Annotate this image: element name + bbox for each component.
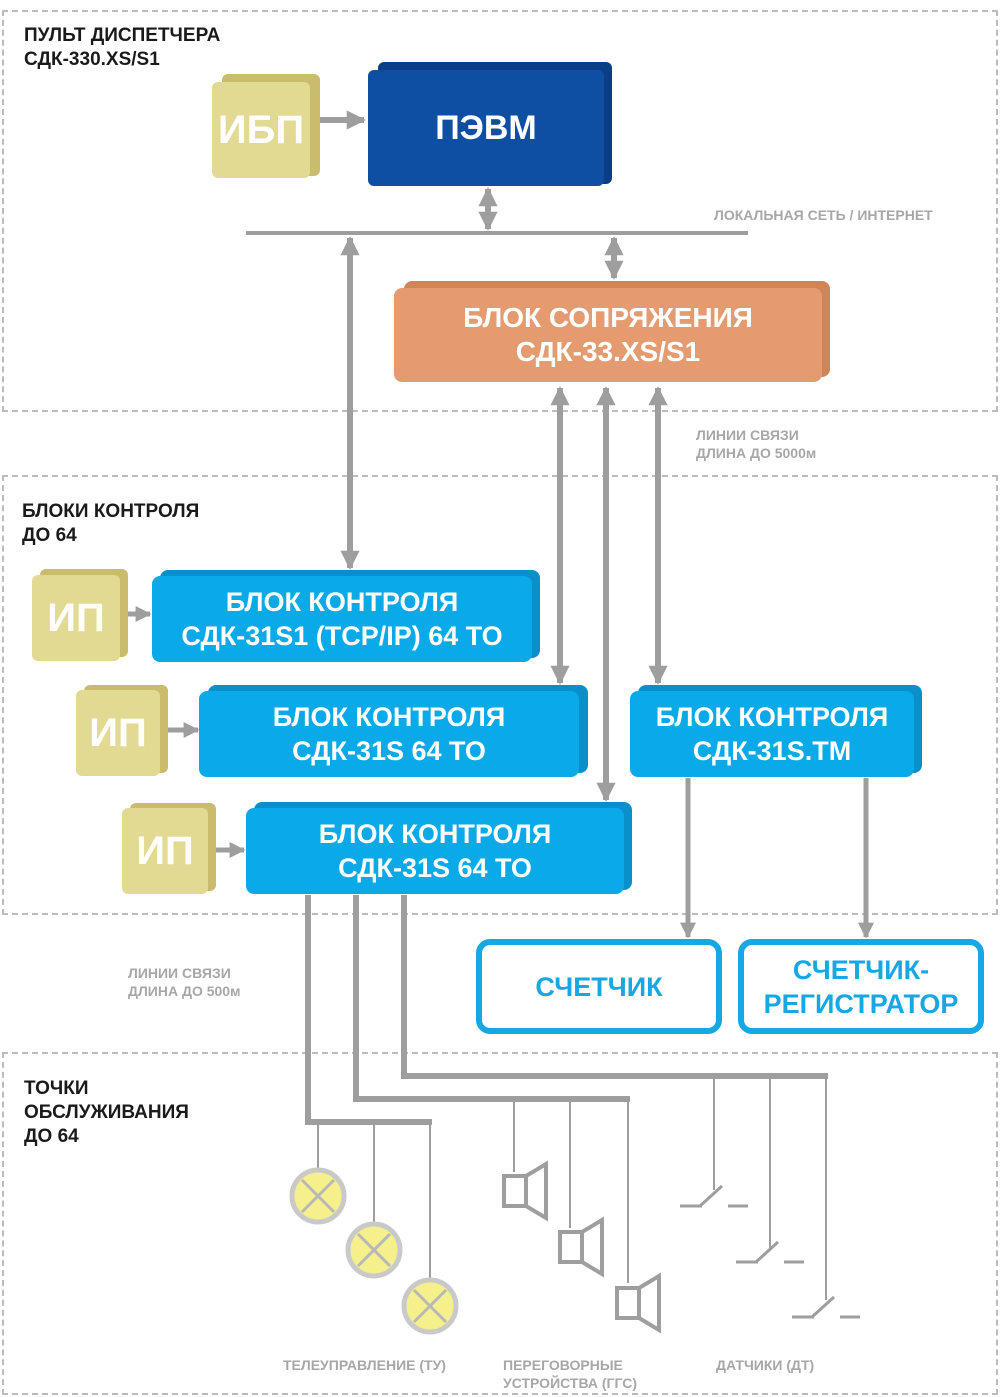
long-lines-caption: ЛИНИИ СВЯЗИ ДЛИНА ДО 5000м bbox=[696, 426, 816, 462]
telecontrol-caption: ТЕЛЕУПРАВЛЕНИЕ (ТУ) bbox=[283, 1357, 446, 1373]
ctrl-s-b-block: БЛОК КОНТРОЛЯ СДК-31S 64 ТО bbox=[246, 808, 624, 894]
dt-line bbox=[401, 895, 828, 1079]
service-zone-title: ТОЧКИ ОБСЛУЖИВАНИЯ ДО 64 bbox=[24, 1077, 189, 1149]
service-zone bbox=[2, 1052, 998, 1395]
long-lines-caption-1: ЛИНИИ СВЯЗИ bbox=[696, 427, 799, 443]
lamp-icon bbox=[345, 1221, 403, 1279]
meter-registrar-block: СЧЕТЧИК- РЕГИСТРАТОР bbox=[738, 939, 984, 1034]
service-title-line2: ОБСЛУЖИВАНИЯ bbox=[24, 1102, 189, 1123]
short-lines-caption: ЛИНИИ СВЯЗИ ДЛИНА ДО 500м bbox=[128, 964, 240, 1000]
control-title-line1: БЛОКИ КОНТРОЛЯ bbox=[22, 501, 200, 522]
psu3-label: ИП bbox=[136, 828, 194, 873]
intercom-caption-2: УСТРОЙСТВА (ГГС) bbox=[503, 1375, 637, 1391]
ups-label: ИБП bbox=[217, 107, 305, 152]
interface-block: БЛОК СОПРЯЖЕНИЯ СДК-33.XS/S1 bbox=[394, 288, 822, 382]
control-zone bbox=[2, 475, 998, 915]
ctrl-s1-line1: БЛОК КОНТРОЛЯ bbox=[225, 587, 459, 617]
ctrl-s-b-line2: СДК-31S 64 ТО bbox=[338, 853, 532, 883]
control-title-line2: ДО 64 bbox=[22, 525, 77, 546]
network-caption: ЛОКАЛЬНАЯ СЕТЬ / ИНТЕРНЕТ bbox=[714, 207, 933, 223]
psu1-label: ИП bbox=[47, 595, 105, 640]
pc-block: ПЭВМ bbox=[368, 70, 604, 186]
service-title-line3: ДО 64 bbox=[24, 1126, 79, 1147]
ctrl-tm-line2: СДК-31S.TM bbox=[692, 736, 852, 766]
interface-line2: СДК-33.XS/S1 bbox=[515, 336, 701, 367]
meter-registrar-line1: СЧЕТЧИК- bbox=[792, 954, 930, 985]
lamp-icon bbox=[401, 1277, 459, 1335]
interface-line1: БЛОК СОПРЯЖЕНИЯ bbox=[463, 302, 753, 333]
ctrl-s1-block: БЛОК КОНТРОЛЯ СДК-31S1 (TCP/IP) 64 ТО bbox=[152, 576, 532, 662]
psu2-label: ИП bbox=[89, 710, 147, 755]
service-title-line1: ТОЧКИ bbox=[24, 1078, 89, 1099]
short-lines-caption-2: ДЛИНА ДО 500м bbox=[128, 983, 241, 999]
psu3-block: ИП bbox=[122, 808, 208, 894]
long-lines-caption-2: ДЛИНА ДО 5000м bbox=[696, 445, 817, 461]
control-zone-title: БЛОКИ КОНТРОЛЯ ДО 64 bbox=[22, 500, 199, 548]
ups-block: ИБП bbox=[212, 82, 310, 178]
speaker-icon bbox=[615, 1272, 661, 1334]
ctrl-s-a-block: БЛОК КОНТРОЛЯ СДК-31S 64 ТО bbox=[199, 691, 579, 777]
ctrl-s-a-line2: СДК-31S 64 ТО bbox=[292, 736, 486, 766]
ctrl-tm-block: БЛОК КОНТРОЛЯ СДК-31S.TM bbox=[630, 691, 914, 777]
speaker-icon bbox=[558, 1216, 604, 1278]
dispatcher-title-line1: ПУЛЬТ ДИСПЕТЧЕРА bbox=[24, 25, 221, 46]
intercom-caption: ПЕРЕГОВОРНЫЕ УСТРОЙСТВА (ГГС) bbox=[503, 1356, 637, 1392]
switch-icon bbox=[680, 1184, 748, 1208]
meter-registrar-line2: РЕГИСТРАТОР bbox=[763, 988, 959, 1019]
speaker-icon bbox=[502, 1160, 548, 1222]
switch-icon bbox=[792, 1295, 860, 1319]
meter-label: СЧЕТЧИК bbox=[535, 971, 663, 1002]
sensors-caption: ДАТЧИКИ (ДТ) bbox=[716, 1357, 815, 1373]
tu-line bbox=[305, 895, 432, 1125]
dispatcher-zone bbox=[2, 10, 998, 412]
short-lines-caption-1: ЛИНИИ СВЯЗИ bbox=[128, 965, 231, 981]
dispatcher-zone-title: ПУЛЬТ ДИСПЕТЧЕРА СДК-330.XS/S1 bbox=[24, 24, 220, 72]
ggs-line bbox=[353, 895, 630, 1102]
intercom-caption-1: ПЕРЕГОВОРНЫЕ bbox=[503, 1357, 623, 1373]
ctrl-s-a-line1: БЛОК КОНТРОЛЯ bbox=[272, 702, 506, 732]
ctrl-s1-line2: СДК-31S1 (TCP/IP) 64 ТО bbox=[181, 621, 503, 651]
psu2-block: ИП bbox=[76, 690, 160, 776]
ctrl-tm-line1: БЛОК КОНТРОЛЯ bbox=[655, 702, 889, 732]
lamp-icon bbox=[289, 1167, 347, 1225]
ctrl-s-b-line1: БЛОК КОНТРОЛЯ bbox=[318, 819, 552, 849]
dispatcher-title-line2: СДК-330.XS/S1 bbox=[24, 49, 160, 70]
pc-label: ПЭВМ bbox=[435, 108, 537, 147]
psu1-block: ИП bbox=[32, 575, 120, 661]
meter-block: СЧЕТЧИК bbox=[476, 939, 722, 1034]
switch-icon bbox=[736, 1240, 804, 1264]
